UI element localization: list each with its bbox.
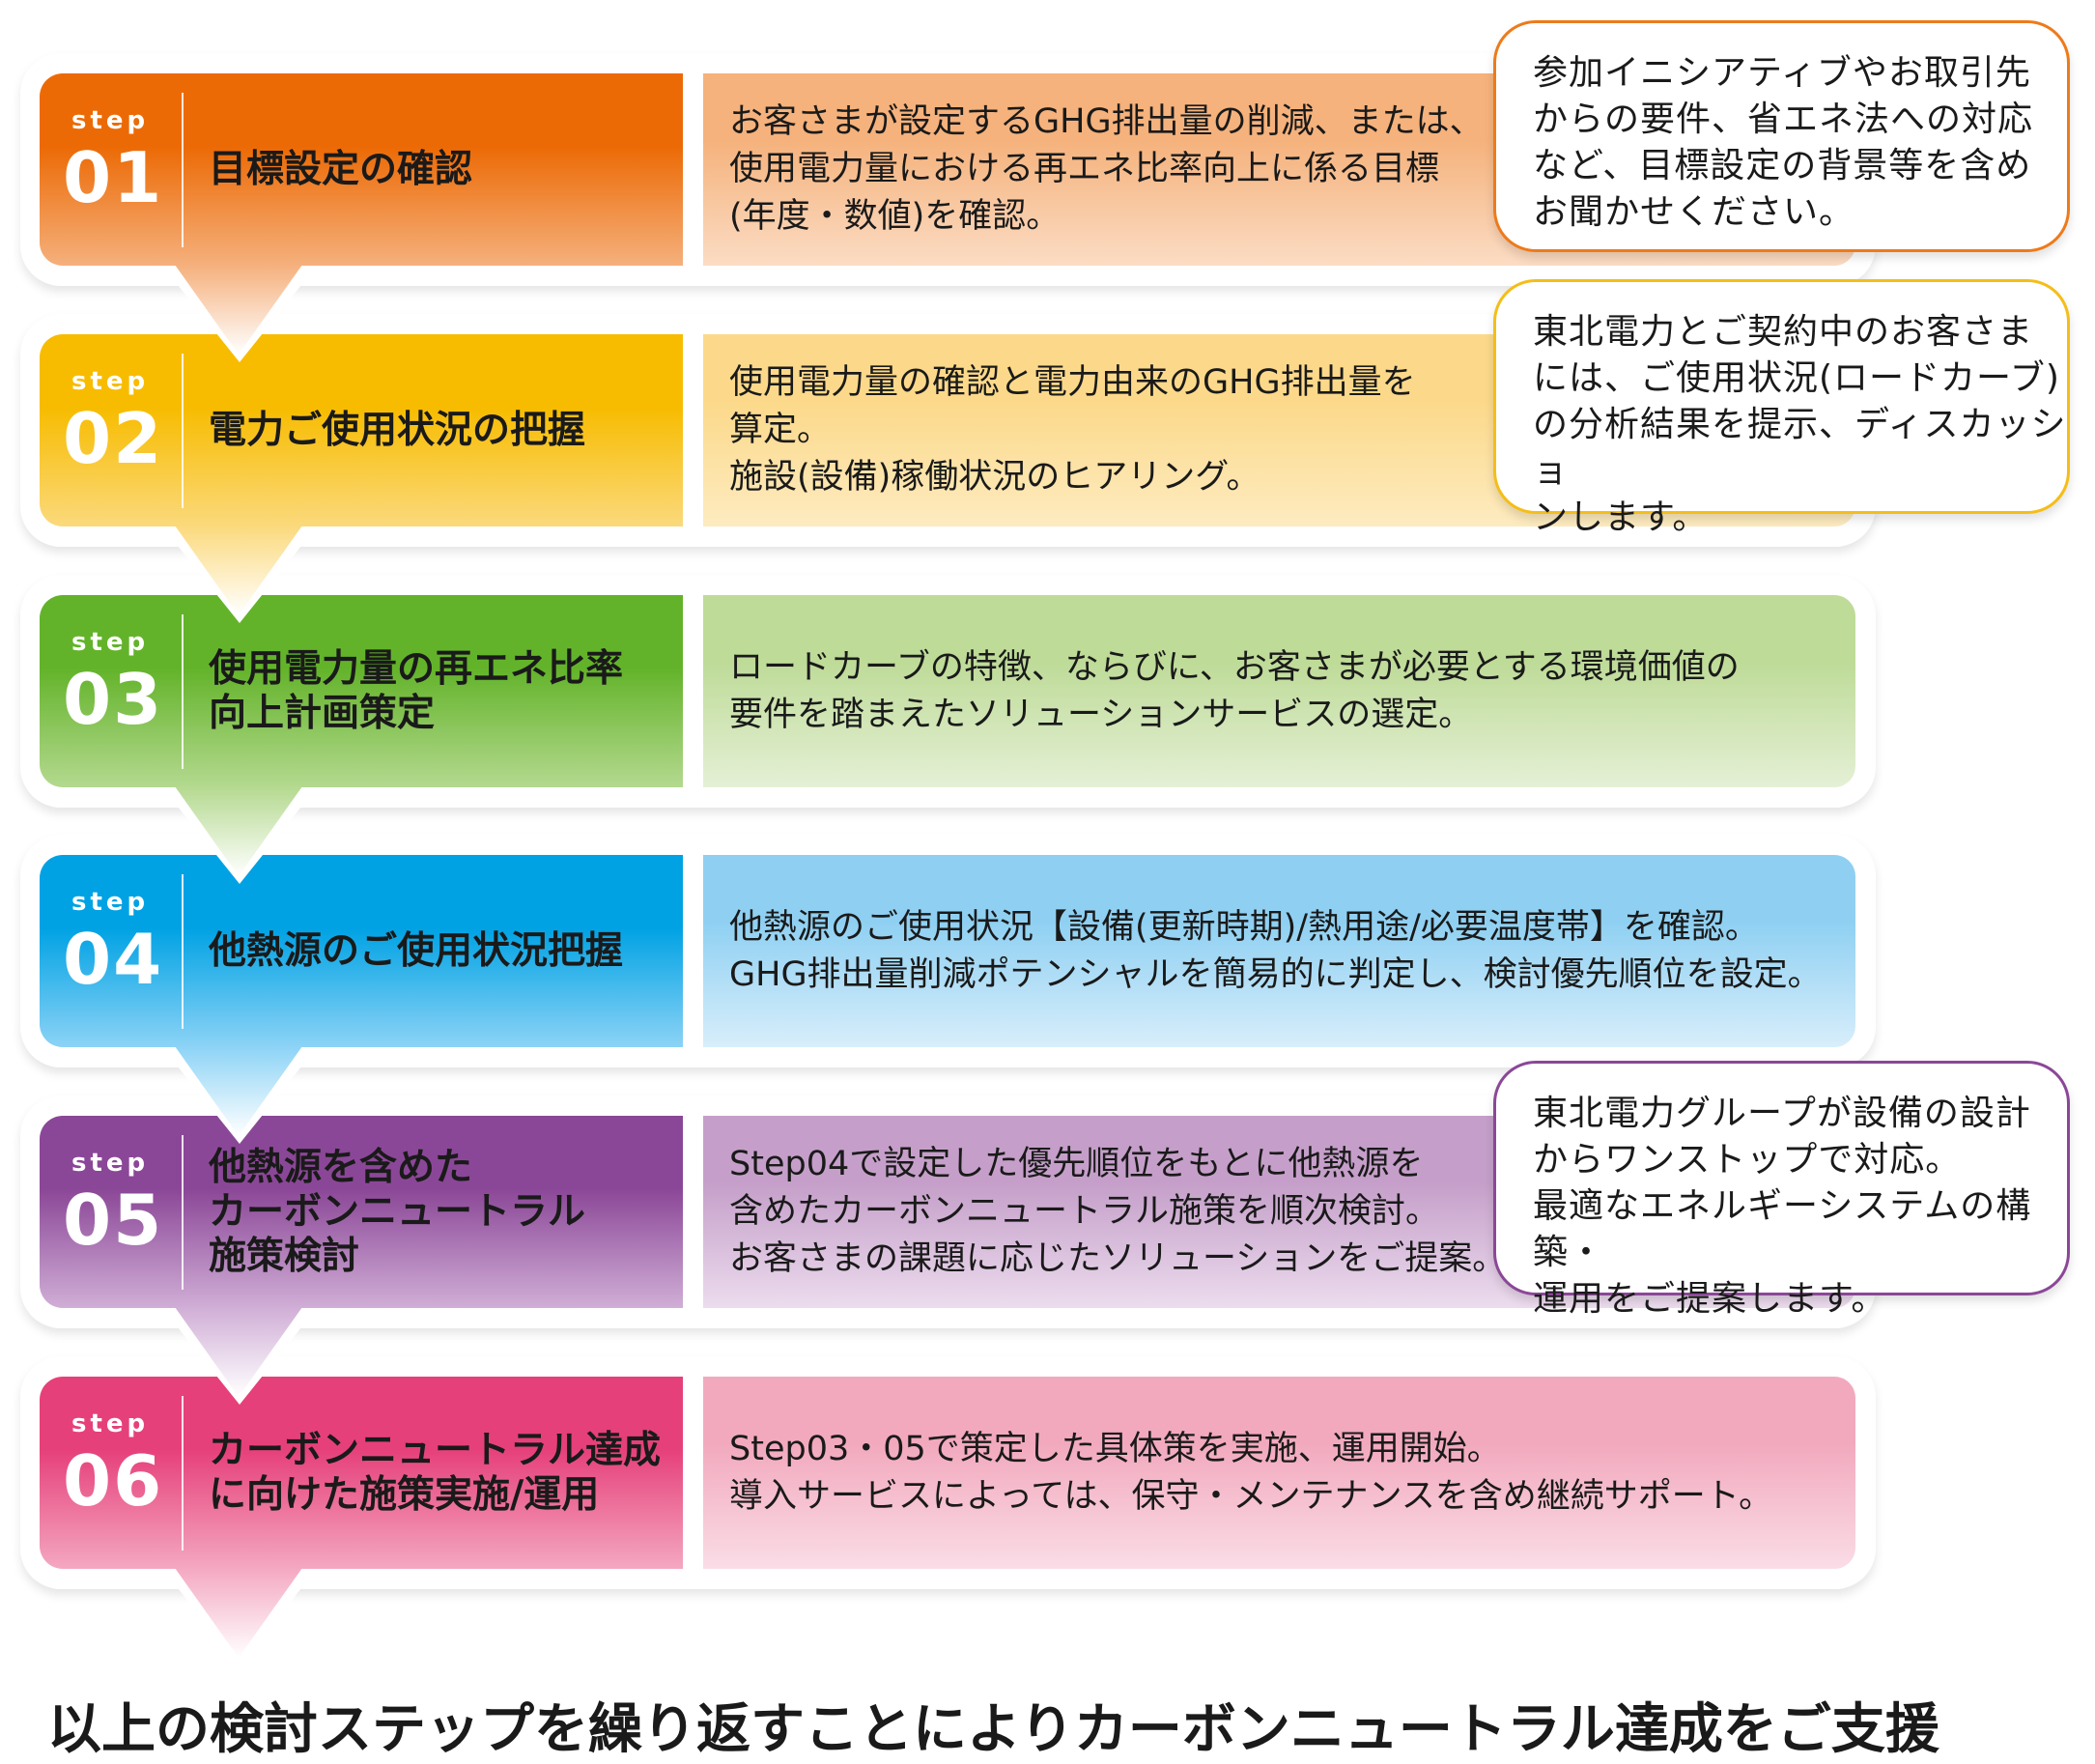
step-description: Step04で設定した優先順位をもとに他熱源を 含めたカーボンニュートラル施策を…: [729, 1145, 1507, 1278]
step-row-06: step 06 カーボンニュートラル達成 に向けた施策実施/運用 Step03・…: [0, 1356, 1893, 1665]
callout-note-1: 参加イニシアティブやお取引先 からの要件、省エネ法への対応 など、目標設定の背景…: [1493, 20, 2070, 252]
step-row-04: step 04 他熱源のご使用状況把握 他熱源のご使用状況【設備(更新時期)/熱…: [0, 835, 1893, 1144]
step-header: step 04 他熱源のご使用状況把握: [40, 855, 683, 1047]
callout-text: 東北電力とご契約中のお客さま には、ご使用状況(ロードカーブ) の分析結果を提示…: [1533, 312, 2067, 537]
divider: [182, 1135, 184, 1290]
divider: [182, 93, 184, 247]
footer-summary: 以上の検討ステップを繰り返すことによりカーボンニュートラル達成をご支援: [47, 1698, 1939, 1761]
step-label: step: [71, 628, 150, 657]
step-number: 05: [63, 1180, 164, 1261]
callout-text: 参加イニシアティブやお取引先 からの要件、省エネ法への対応 など、目標設定の背景…: [1533, 53, 2034, 232]
step-title: 他熱源を含めた カーボンニュートラル 施策検討: [209, 1145, 586, 1278]
step-header: step 02 電力ご使用状況の把握: [40, 334, 683, 526]
down-arrow-icon: [175, 526, 302, 615]
step-number: 06: [63, 1440, 164, 1522]
callout-note-3: 東北電力グループが設備の設計 からワンストップで対応。 最適なエネルギーシステム…: [1493, 1061, 2070, 1319]
step-label: step: [71, 106, 150, 135]
step-title: 目標設定の確認: [209, 147, 473, 191]
down-arrow-icon: [175, 786, 302, 876]
step-description: お客さまが設定するGHG排出量の削減、または、 使用電力量における再エネ比率向上…: [729, 102, 1484, 236]
step-description: 他熱源のご使用状況【設備(更新時期)/熱用途/必要温度帯】を確認。 GHG排出量…: [729, 907, 1822, 994]
step-title: 使用電力量の再エネ比率 向上計画策定: [209, 646, 624, 735]
step-description: 使用電力量の確認と電力由来のGHG排出量を 算定。 施設(設備)稼働状況のヒアリ…: [729, 363, 1416, 497]
divider: [182, 614, 184, 769]
step-header: step 01 目標設定の確認: [40, 73, 683, 266]
step-number: 04: [63, 919, 164, 1000]
divider: [182, 354, 184, 508]
step-description: Step03・05で策定した具体策を実施、運用開始。 導入サービスによっては、保…: [729, 1429, 1773, 1516]
down-arrow-icon: [175, 1046, 302, 1136]
step-header: step 05 他熱源を含めた カーボンニュートラル 施策検討: [40, 1116, 683, 1308]
divider: [182, 1396, 184, 1551]
callout-note-2: 東北電力とご契約中のお客さま には、ご使用状況(ロードカーブ) の分析結果を提示…: [1493, 279, 2070, 537]
step-title: 他熱源のご使用状況把握: [209, 928, 624, 973]
step-title: カーボンニュートラル達成 に向けた施策実施/運用: [209, 1428, 662, 1517]
step-description-box: ロードカーブの特徴、ならびに、お客さまが必要とする環境価値の 要件を踏まえたソリ…: [703, 595, 1855, 787]
step-header: step 03 使用電力量の再エネ比率 向上計画策定: [40, 595, 683, 787]
step-number: 01: [63, 137, 164, 218]
step-title: 電力ご使用状況の把握: [209, 408, 586, 452]
step-number: 03: [63, 659, 164, 740]
callout-text: 東北電力グループが設備の設計 からワンストップで対応。 最適なエネルギーシステム…: [1533, 1094, 2032, 1319]
step-header: step 06 カーボンニュートラル達成 に向けた施策実施/運用: [40, 1377, 683, 1569]
step-description: ロードカーブの特徴、ならびに、お客さまが必要とする環境価値の 要件を踏まえたソリ…: [729, 647, 1740, 734]
down-arrow-icon: [175, 1307, 302, 1397]
divider: [182, 874, 184, 1029]
down-arrow-icon: [175, 265, 302, 355]
step-description-box: 他熱源のご使用状況【設備(更新時期)/熱用途/必要温度帯】を確認。 GHG排出量…: [703, 855, 1855, 1047]
step-label: step: [71, 1149, 150, 1178]
step-row-03: step 03 使用電力量の再エネ比率 向上計画策定 ロードカーブの特徴、ならび…: [0, 575, 1893, 884]
step-label: step: [71, 888, 150, 917]
step-description-box: Step03・05で策定した具体策を実施、運用開始。 導入サービスによっては、保…: [703, 1377, 1855, 1569]
step-label: step: [71, 1409, 150, 1438]
down-arrow-icon: [175, 1568, 302, 1658]
step-number: 02: [63, 398, 164, 479]
step-label: step: [71, 367, 150, 396]
